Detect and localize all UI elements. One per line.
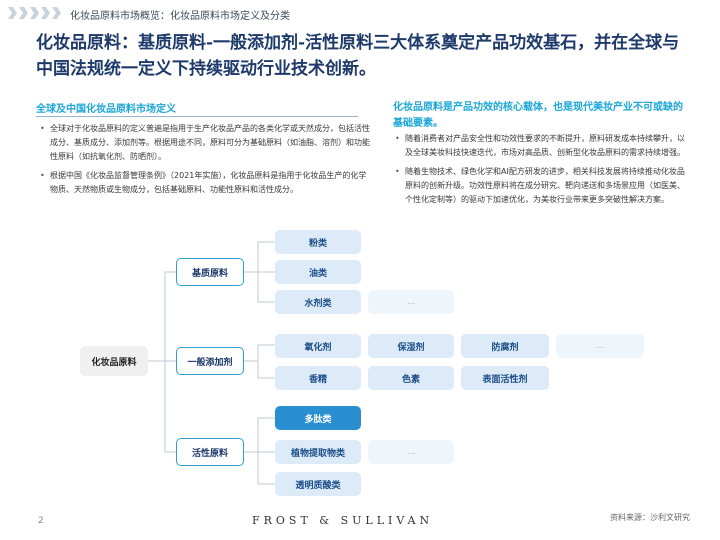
connector-line <box>148 271 176 362</box>
tree-group-node: 活性原料 <box>176 438 244 466</box>
chevron-icon <box>30 7 39 19</box>
tree-root-node: 化妆品原料 <box>80 346 148 376</box>
tree-leaf-node: 香精 <box>275 366 361 390</box>
tree-leaf-node: 多肽类 <box>275 406 361 430</box>
brand-logo: FROST & SULLIVAN <box>252 514 434 527</box>
chevron-icon <box>8 7 17 19</box>
page-title: 化妆品原料：基质原料-一般添加剂-活性原料三大体系奠定产品功效基石，并在全球与中… <box>36 33 680 79</box>
tree-group-node: 一般添加剂 <box>176 347 244 375</box>
tree-leaf-node: 水剂类 <box>275 290 361 314</box>
tree-more-node: ... <box>556 334 644 358</box>
page-number: 2 <box>38 516 44 526</box>
right-bullet-1: 随着消费者对产品安全性和功效性要求的不断提升，原料研发成本持续攀升，以及全球美妆… <box>395 132 687 160</box>
tree-leaf-node: 保湿剂 <box>368 334 454 358</box>
left-bullet-list: 全球对于化妆品原料的定义普遍是指用于生产化妆品产品的各类化学或天然成分，包括活性… <box>38 122 370 202</box>
top-bar: 化妆品原料市场概览：化妆品原料市场定义及分类 <box>0 0 720 26</box>
left-bullet-2: 根据中国《化妆品监督管理条例》（2021年实施），化妆品原料是指用于化妆品生产的… <box>40 169 370 197</box>
left-section-title: 全球及中国化妆品原料市场定义 <box>36 104 176 115</box>
connector-line <box>148 360 176 453</box>
tree-leaf-node: 表面活性剂 <box>461 366 549 390</box>
left-bullet-1: 全球对于化妆品原料的定义普遍是指用于生产化妆品产品的各类化学或天然成分，包括活性… <box>40 122 370 164</box>
tree-leaf-node: 植物提取物类 <box>275 440 361 464</box>
source-note: 资料来源：沙利文研究 <box>610 513 690 522</box>
tree-group-node: 基质原料 <box>176 258 244 286</box>
connector-line <box>244 241 275 273</box>
chevron-icon <box>52 7 61 19</box>
tree-leaf-node: 氧化剂 <box>275 334 361 358</box>
tree-leaf-node: 粉类 <box>275 230 361 254</box>
connector-line <box>244 344 275 362</box>
chevron-icon <box>19 7 28 19</box>
right-bullet-list: 随着消费者对产品安全性和功效性要求的不断提升，原料研发成本持续攀升，以及全球美妆… <box>393 132 687 212</box>
right-bullet-2: 随着生物技术、绿色化学和AI配方研发的进步，相关科技发展将持续推动化妆品原料的创… <box>395 165 687 207</box>
chevron-icon <box>41 7 50 19</box>
divider <box>36 116 358 117</box>
connector-line <box>244 417 275 453</box>
tree-leaf-node: 色素 <box>368 366 454 390</box>
right-section-title: 化妆品原料是产品功效的核心载体，也是现代美妆产业不可或缺的基础要素。 <box>393 102 683 129</box>
breadcrumb: 化妆品原料市场概览：化妆品原料市场定义及分类 <box>70 11 290 22</box>
connector-line <box>244 271 275 303</box>
connector-line <box>244 360 275 379</box>
tree-leaf-node: 透明质酸类 <box>275 472 361 496</box>
connector-line <box>244 451 275 485</box>
tree-more-node: ... <box>368 440 454 464</box>
tree-more-node: ... <box>368 290 454 314</box>
tree-leaf-node: 防腐剂 <box>461 334 549 358</box>
tree-leaf-node: 油类 <box>275 260 361 284</box>
